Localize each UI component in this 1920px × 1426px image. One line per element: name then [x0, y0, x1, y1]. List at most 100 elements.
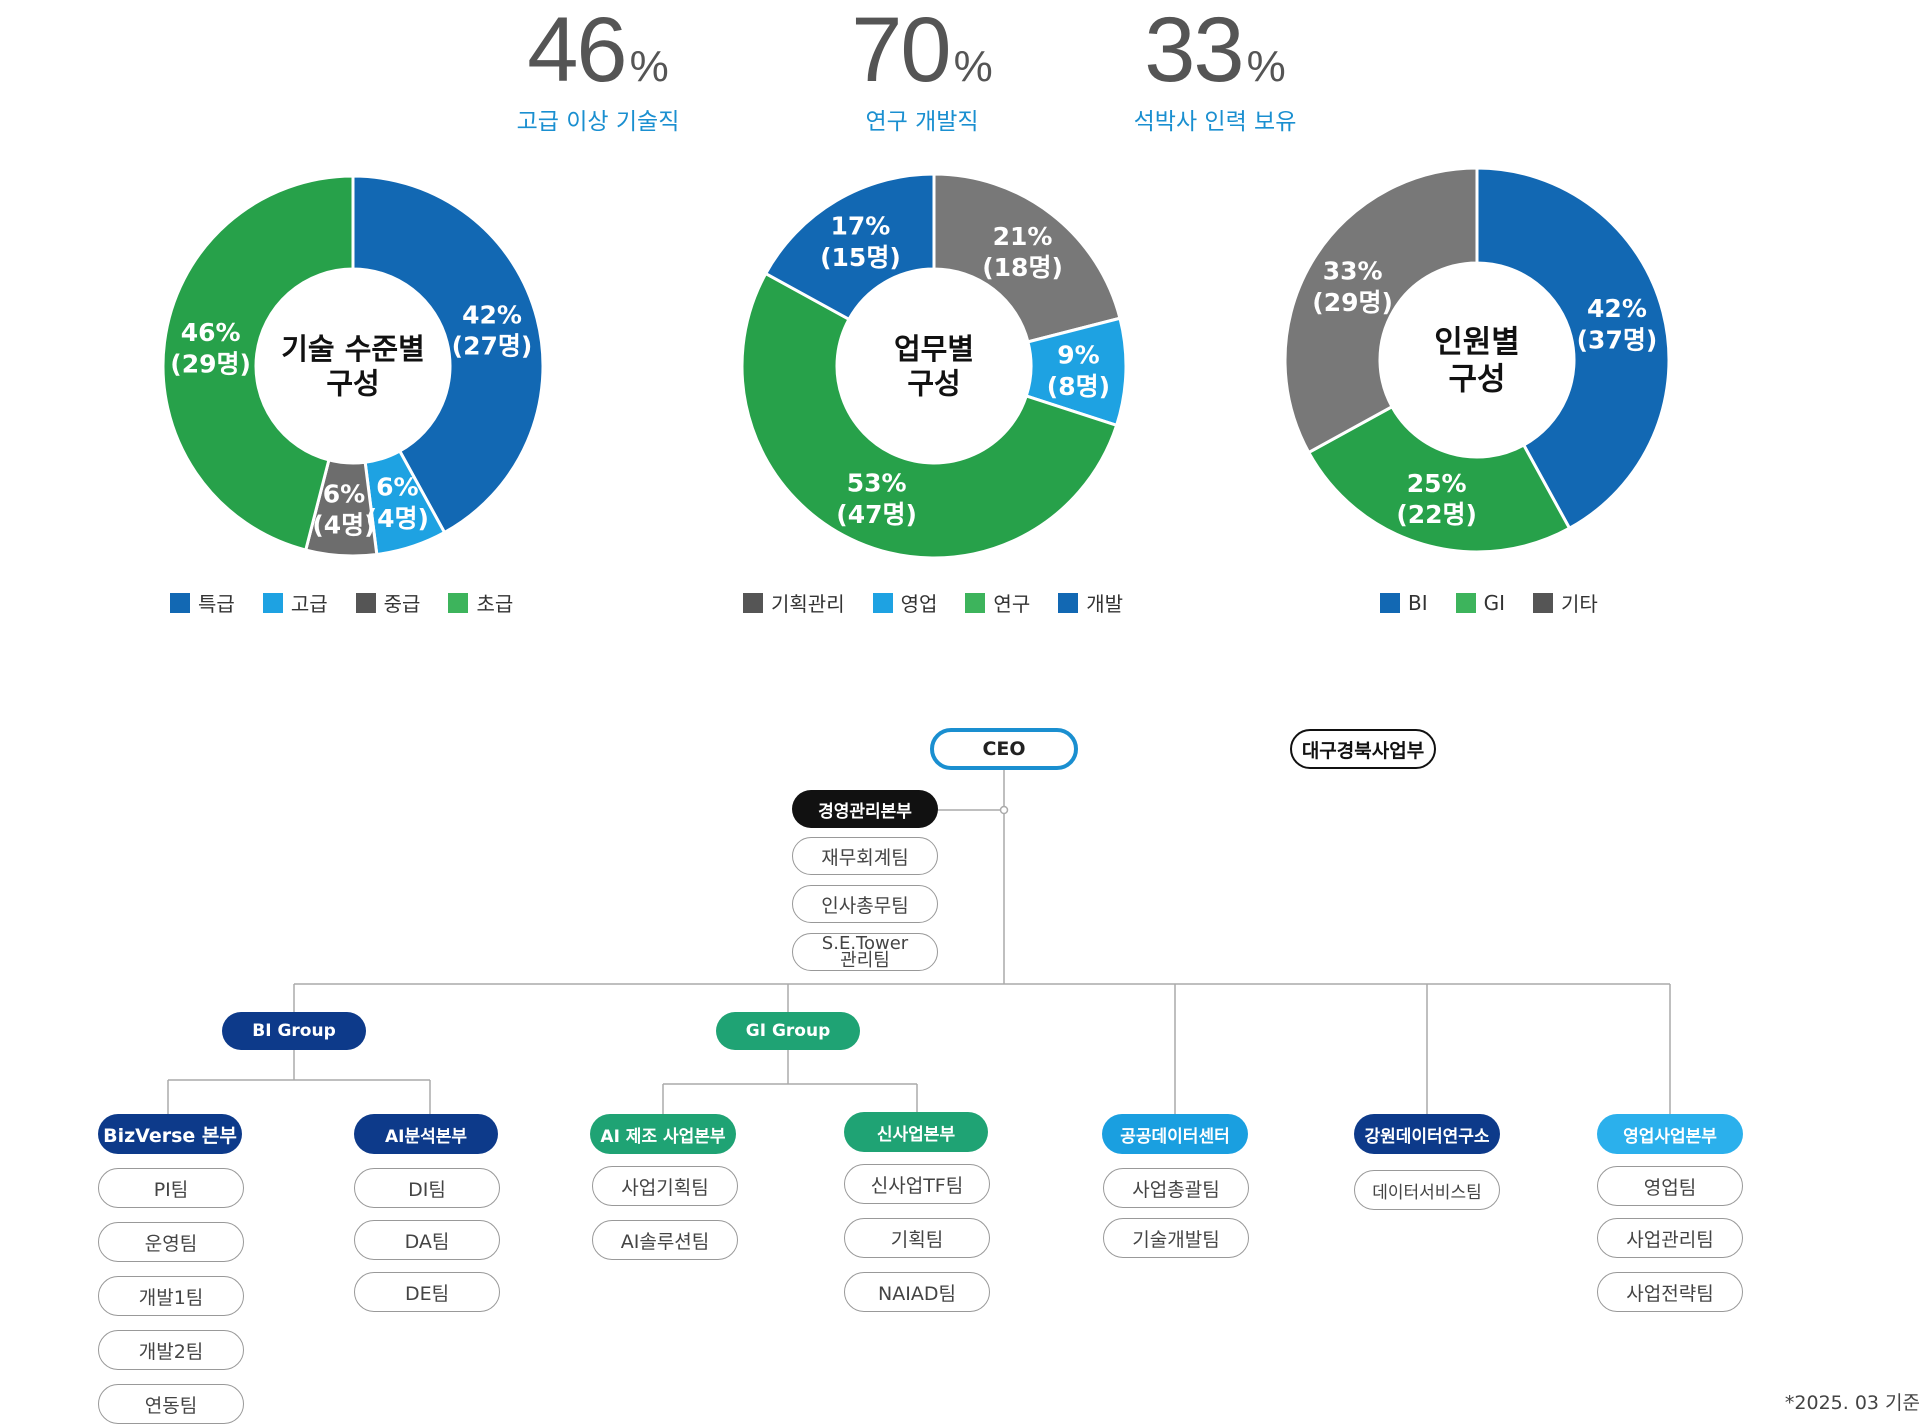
data-label-초급: 46%(29명): [170, 318, 251, 378]
legend-swatch: [872, 592, 893, 613]
legend-item-초급: 초급: [448, 588, 513, 617]
legend-label: 특급: [198, 592, 235, 616]
daegu-division-node: 대구경북사업부: [1290, 729, 1436, 769]
legend-label: 기획관리: [771, 592, 845, 616]
stat-rnd: 70% 연구 개발직: [762, 0, 1082, 136]
data-label-연구: 53%(47명): [836, 469, 917, 529]
stat-value: 70: [851, 0, 951, 101]
division-sales: 영업사업본부: [1597, 1114, 1743, 1154]
team-da: DA팀: [354, 1220, 500, 1260]
team-dev2: 개발2팀: [98, 1330, 244, 1370]
division-gangwon-lab: 강원데이터연구소: [1354, 1114, 1500, 1154]
legend-label: 초급: [476, 592, 514, 616]
legend-label: 연구: [993, 592, 1031, 616]
team-dev1: 개발1팀: [98, 1276, 244, 1316]
legend-item-고급: 고급: [262, 588, 328, 617]
legend-swatch: [448, 592, 469, 613]
slice-GI: [1306, 404, 1572, 554]
team-biz-management: 사업관리팀: [1597, 1218, 1743, 1258]
team-sales: 영업팀: [1597, 1166, 1743, 1206]
team-tech-dev: 기술개발팀: [1103, 1218, 1249, 1258]
legend-swatch: [262, 592, 283, 613]
bi-group-node: BI Group: [222, 1012, 366, 1050]
data-label-특급: 42%(27명): [452, 300, 533, 360]
team-di: DI팀: [354, 1168, 500, 1208]
team-planning: 기획팀: [844, 1218, 990, 1258]
legend-swatch: [743, 592, 763, 613]
mgmt-division-node: 경영관리본부: [792, 790, 938, 828]
junction-dot: [999, 805, 1009, 815]
legend-item-영업: 영업: [872, 588, 937, 617]
stat-advanced-tech: 46% 고급 이상 기술직: [438, 0, 758, 136]
stat-value: 46: [527, 0, 627, 101]
team-new-biz-tf: 신사업TF팀: [844, 1164, 990, 1204]
team-ai-solution: AI솔루션팀: [592, 1220, 738, 1260]
legend-item-개발: 개발: [1058, 588, 1123, 617]
stat-unit: %: [953, 42, 993, 91]
slice-개발: [763, 172, 936, 322]
stat-unit: %: [1246, 42, 1286, 91]
data-label-기획관리: 21%(18명): [982, 222, 1063, 282]
team-data-service: 데이터서비스팀: [1354, 1170, 1500, 1210]
legend-label: 개발: [1086, 592, 1124, 616]
legend-label: 기타: [1561, 592, 1598, 616]
legend-swatch: [1058, 592, 1079, 613]
team-biz-general: 사업총괄팀: [1103, 1168, 1249, 1208]
team-biz-strategy: 사업전략팀: [1597, 1272, 1743, 1312]
legend-group: BI GI 기타: [1380, 588, 1598, 617]
stat-unit: %: [629, 42, 669, 91]
data-label-GI: 25%(22명): [1396, 469, 1477, 529]
legend-label: GI: [1483, 590, 1506, 615]
legend-item-기획관리: 기획관리: [743, 588, 845, 617]
legend-job-type: 기획관리 영업 연구 개발: [743, 588, 1123, 617]
legend-swatch: [170, 592, 190, 613]
legend-swatch: [1455, 592, 1476, 613]
team-hr: 인사총무팀: [792, 885, 938, 923]
slice-BI: [1475, 166, 1671, 531]
slice-기타: [1283, 166, 1479, 455]
team-biz-planning: 사업기획팀: [592, 1166, 738, 1206]
team-pi: PI팀: [98, 1168, 244, 1208]
slice-초급: [161, 174, 355, 552]
legend-label: BI: [1408, 590, 1428, 615]
slice-연구: [740, 271, 1119, 560]
data-label-고급: 6%(4명): [366, 473, 429, 533]
legend-item-기타: 기타: [1533, 588, 1598, 617]
team-integration: 연동팀: [98, 1384, 244, 1424]
legend-item-특급: 특급: [170, 588, 235, 617]
team-setower: S.E.Tower 관리팀: [792, 933, 938, 971]
stat-caption: 연구 개발직: [865, 109, 979, 135]
legend-swatch: [355, 592, 376, 613]
team-de: DE팀: [354, 1272, 500, 1312]
as-of-note: *2025. 03 기준: [1784, 1392, 1920, 1414]
ceo-node: CEO: [930, 728, 1078, 770]
data-label-개발: 17%(15명): [820, 212, 901, 272]
division-ai-manufacturing: AI 제조 사업본부: [590, 1114, 736, 1154]
slice-기획관리: [932, 172, 1122, 344]
division-public-data: 공공데이터센터: [1102, 1114, 1248, 1154]
team-naiad: NAIAD팀: [844, 1272, 990, 1312]
legend-item-중급: 중급: [355, 588, 421, 617]
legend-item-GI: GI: [1455, 588, 1506, 617]
division-ai-analysis: AI분석본부: [354, 1114, 498, 1154]
data-label-중급: 6%(4명): [312, 479, 375, 539]
data-label-BI: 42%(37명): [1577, 294, 1658, 354]
legend-swatch: [1380, 592, 1400, 613]
stat-caption: 고급 이상 기술직: [516, 109, 680, 135]
legend-label: 중급: [383, 592, 421, 616]
stat-masters-phd: 33% 석박사 인력 보유: [1055, 0, 1375, 136]
legend-item-연구: 연구: [965, 588, 1030, 617]
data-label-기타: 33%(29명): [1312, 257, 1393, 317]
data-label-영업: 9%(8명): [1047, 341, 1110, 401]
division-new-business: 신사업본부: [844, 1112, 988, 1152]
legend-swatch: [1533, 592, 1554, 613]
legend-skill-level: 특급 고급 중급 초급: [170, 588, 513, 617]
